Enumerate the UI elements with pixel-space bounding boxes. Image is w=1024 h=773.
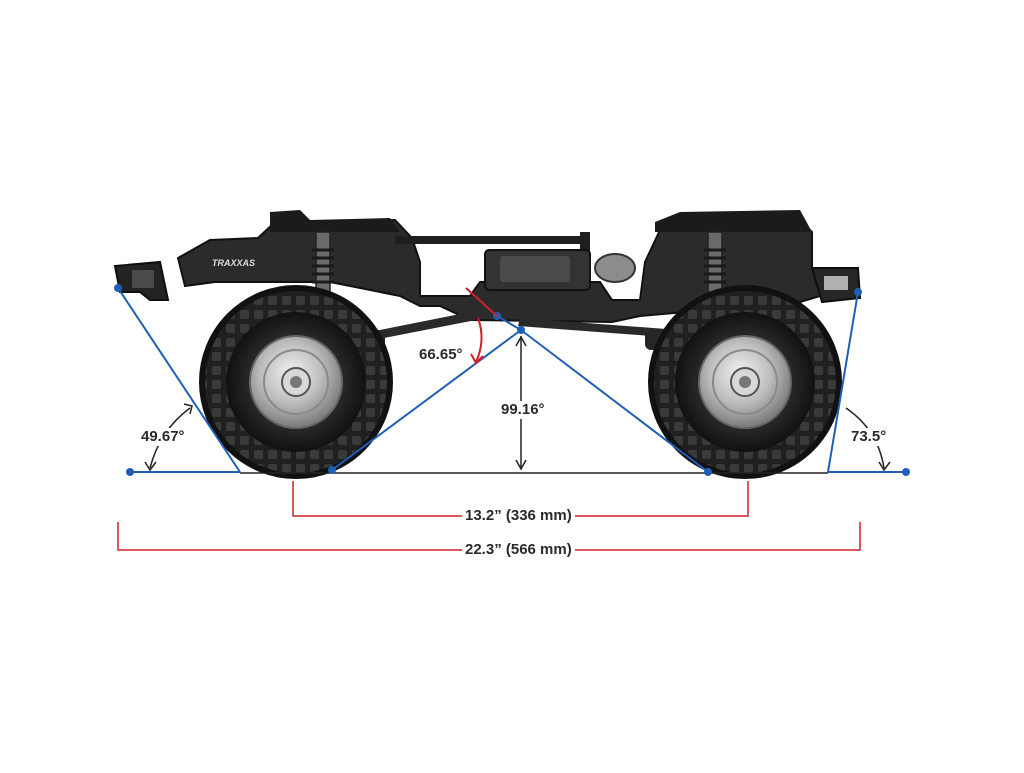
departure-arc-arrow — [878, 461, 891, 472]
approach-arc-arrow — [144, 461, 157, 472]
breakover-apex-point — [517, 326, 525, 334]
approach-top-point — [114, 284, 122, 292]
breakover-rear-point — [704, 468, 712, 476]
departure-angle-line — [827, 291, 859, 473]
clearance-arrow-top — [515, 335, 527, 347]
breakover-rear-line — [520, 329, 709, 473]
rear-wheel — [648, 285, 842, 479]
ground-clearance-label: 99.16° — [498, 401, 548, 419]
approach-ground-point — [126, 468, 134, 476]
rear-driveshaft — [518, 318, 680, 338]
chassis: TRAXXAS — [113, 210, 862, 350]
front-bumper-mount — [132, 270, 154, 288]
breakover-apex-link — [496, 315, 522, 331]
breakover-arc-arrow — [470, 353, 484, 365]
front-driveshaft — [380, 312, 476, 338]
breakover-front-point — [328, 466, 336, 474]
front-wheel — [199, 285, 393, 479]
departure-angle-label: 73.5° — [848, 428, 890, 446]
breakover-angle-arc — [475, 317, 483, 363]
wheelbase-label: 13.2” (336 mm) — [462, 507, 575, 525]
approach-angle-line — [117, 287, 241, 473]
clearance-arrow-bottom — [515, 459, 527, 471]
overall-length-label: 22.3” (566 mm) — [462, 541, 575, 559]
frame-crossbar — [395, 236, 590, 244]
breakover-front-line — [331, 329, 522, 471]
rear-shock — [704, 231, 726, 293]
breakover-reference-line — [465, 287, 498, 317]
approach-angle-label: 49.67° — [138, 428, 188, 446]
rear-bumper-plate — [824, 276, 848, 290]
approach-arc-arrow-top — [183, 403, 193, 415]
departure-top-point — [854, 288, 862, 296]
front-shock-tower — [270, 210, 400, 232]
departure-ground-point — [902, 468, 910, 476]
esc-box — [500, 256, 570, 282]
breakover-angle-label: 66.65° — [416, 346, 466, 364]
rear-shock-tower — [655, 210, 812, 232]
brand-logo: TRAXXAS — [212, 258, 255, 268]
motor — [594, 253, 636, 283]
front-shock — [312, 231, 334, 293]
